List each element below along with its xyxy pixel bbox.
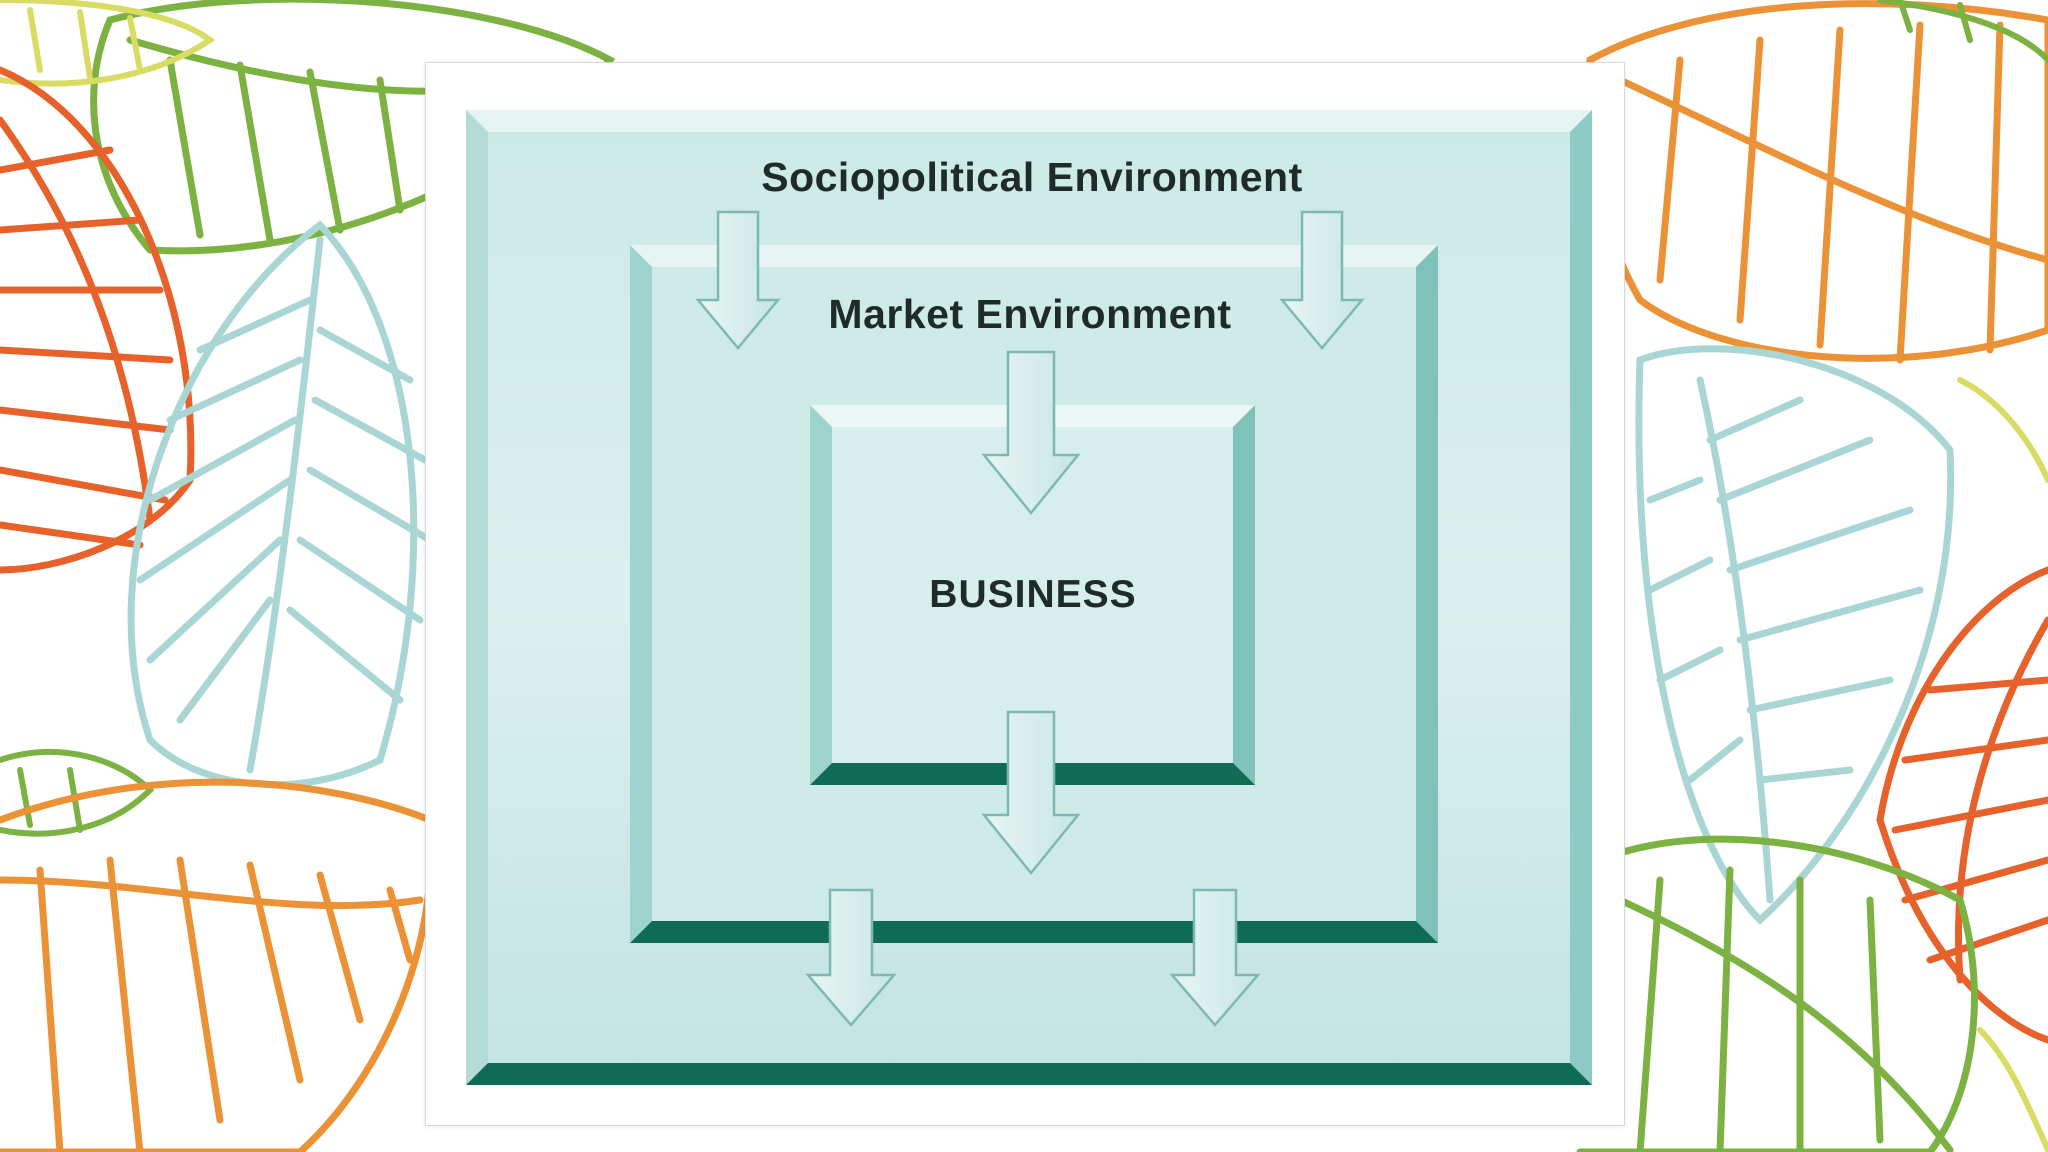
down-arrow-icon xyxy=(981,350,1081,515)
business-label: BUSINESS xyxy=(929,573,1137,616)
leaf-icon xyxy=(0,66,195,574)
leaf-icon xyxy=(1576,835,1978,1152)
leaf-icon xyxy=(1957,377,2048,1152)
sociopolitical-environment-label: Sociopolitical Environment xyxy=(761,154,1303,200)
down-arrow-icon xyxy=(1169,888,1261,1027)
down-arrow-icon xyxy=(695,210,781,350)
leaf-icon xyxy=(1876,566,2048,1044)
leaf-icon xyxy=(0,0,216,87)
market-environment-label: Market Environment xyxy=(828,291,1232,337)
down-arrow-icon xyxy=(805,888,897,1027)
leaf-icon xyxy=(1877,0,2048,63)
down-arrow-icon xyxy=(1279,210,1365,350)
down-arrow-icon xyxy=(981,710,1081,875)
